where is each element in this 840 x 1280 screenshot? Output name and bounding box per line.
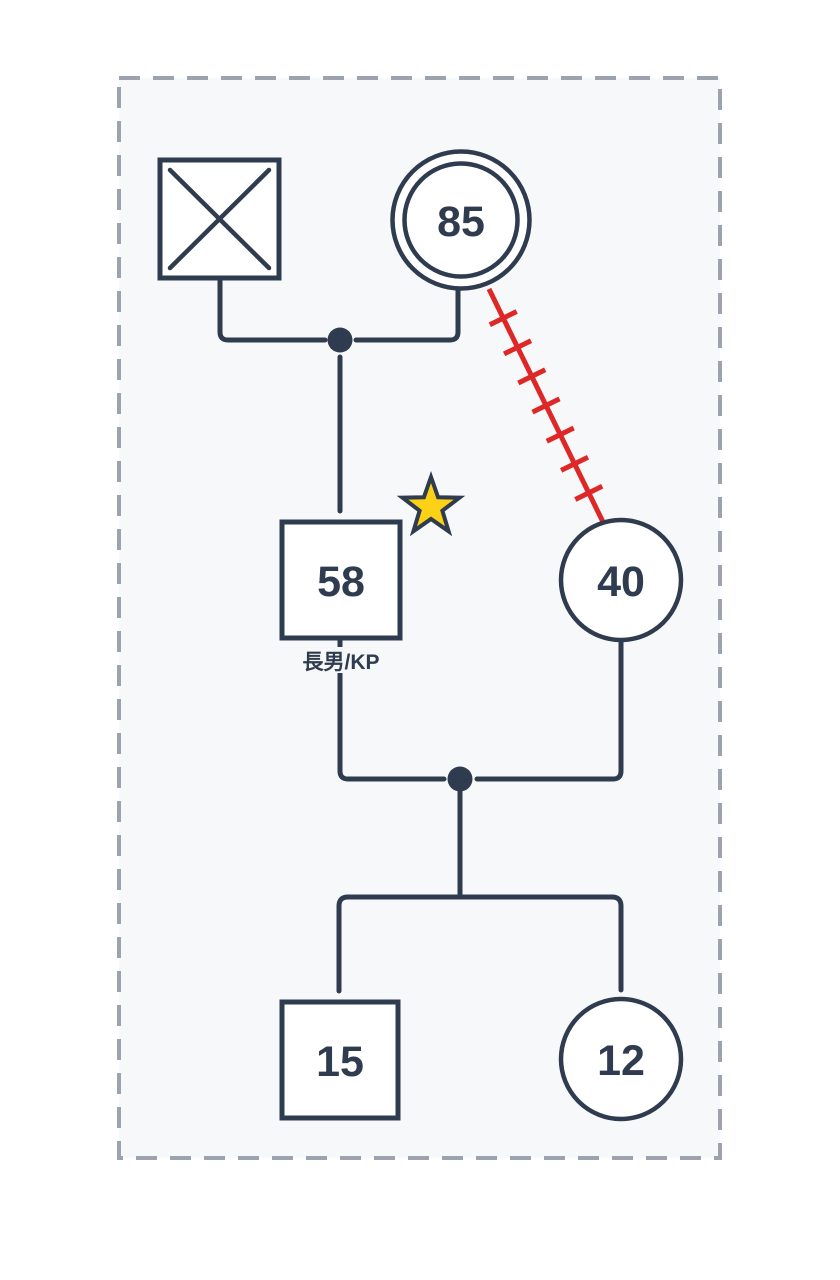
person-node-son[interactable]: 15 — [279, 999, 401, 1121]
cutoff-hatch-tick — [531, 396, 561, 415]
role-label-background — [294, 647, 388, 673]
age-label-son: 15 — [316, 1038, 364, 1086]
cutoff-hatch-tick — [517, 367, 547, 386]
sibling-lines[interactable] — [336, 789, 624, 994]
cutoff-hatch-tick — [545, 425, 575, 444]
person-node-mother[interactable]: 40 — [558, 517, 684, 643]
partnership-dot-parents[interactable] — [447, 766, 473, 792]
female-circle — [558, 517, 684, 643]
person-node-daughter[interactable]: 12 — [558, 996, 684, 1122]
person-node-grandmother[interactable]: 85 — [390, 149, 532, 291]
age-label-grandmother: 85 — [437, 198, 485, 246]
age-label-daughter: 12 — [597, 1037, 645, 1085]
cutoff-hatch-tick — [559, 454, 590, 473]
index-person-star-icon — [396, 470, 466, 537]
deceased-x-icon — [167, 167, 272, 271]
cutoff-hatch-tick — [574, 484, 604, 502]
partnership-line-grandparents[interactable] — [217, 275, 461, 353]
cutoff-hatch-tick — [502, 338, 533, 357]
partnership-dot-grandparents[interactable] — [327, 327, 353, 353]
cutoff-hatch-tick — [488, 309, 518, 327]
age-label-mother: 40 — [597, 558, 645, 606]
partnership-line-right-segment — [474, 638, 624, 782]
female-circle-outer — [390, 149, 532, 291]
partnership-line-right-segment — [353, 286, 461, 343]
cutoff-relationship-line[interactable] — [486, 287, 606, 524]
sibship-horizontal-line — [336, 894, 624, 994]
person-node-grandfather[interactable] — [157, 157, 282, 281]
female-circle-inner-ring — [402, 161, 520, 279]
role-label-father: 長男/KP — [302, 651, 379, 674]
partnership-line-parents[interactable] — [337, 635, 624, 792]
male-square — [279, 999, 401, 1121]
partnership-line-left-segment — [217, 275, 328, 343]
female-circle — [558, 996, 684, 1122]
partnership-line-left-segment — [337, 635, 447, 782]
person-node-father[interactable]: 58 長男/KP — [279, 470, 466, 674]
male-square — [279, 519, 403, 641]
age-label-father: 58 — [317, 558, 365, 606]
